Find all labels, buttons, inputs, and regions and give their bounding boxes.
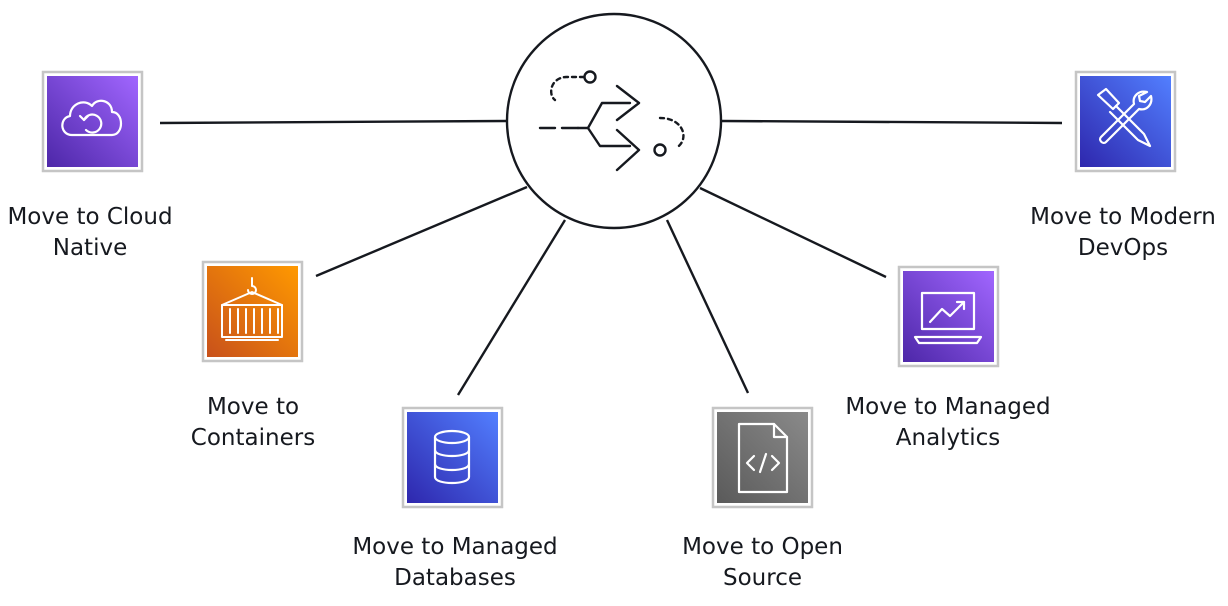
label-modern-devops: Move to Modern DevOps [1018, 202, 1228, 264]
connector-open-source [665, 219, 750, 394]
label-line: Move to [206, 394, 300, 420]
connector-containers [315, 185, 528, 278]
node-open-source [711, 406, 814, 509]
label-managed-databases: Move to Managed Databases [335, 532, 575, 594]
connector-managed-analytics [699, 186, 887, 279]
migration-arrows-icon [538, 70, 685, 172]
container-icon [221, 277, 283, 341]
node-managed-databases [401, 406, 504, 509]
node-managed-analytics [897, 265, 1000, 368]
analytics-laptop-icon [913, 291, 983, 345]
label-line: Source [723, 565, 802, 591]
tools-icon [1096, 87, 1153, 148]
connector-lines [159, 119, 1063, 396]
label-line: Analytics [895, 425, 1001, 451]
label-line: Containers [190, 425, 316, 451]
connector-modern-devops [721, 119, 1063, 125]
label-line: Native [52, 235, 128, 261]
hub [505, 12, 723, 230]
hub-circle [505, 12, 723, 230]
connector-managed-databases [456, 219, 567, 396]
node-modern-devops [1074, 70, 1177, 173]
label-managed-analytics: Move to Managed Analytics [828, 392, 1068, 454]
label-containers: Move to Containers [163, 392, 343, 454]
label-line: Databases [394, 565, 516, 591]
cloud-refresh-icon [61, 99, 123, 137]
label-open-source: Move to Open Source [660, 532, 865, 594]
label-cloud-native: Move to Cloud Native [0, 202, 180, 264]
label-line: Move to Managed [845, 394, 1051, 420]
label-line: Move to Managed [352, 534, 558, 560]
code-file-icon [737, 422, 789, 494]
label-line: DevOps [1077, 235, 1169, 261]
connector-cloud-native [159, 119, 507, 125]
label-line: Move to Open [682, 534, 843, 560]
node-containers [201, 260, 304, 363]
label-line: Move to Cloud [7, 204, 173, 230]
node-cloud-native [41, 70, 144, 173]
label-line: Move to Modern [1030, 204, 1216, 230]
database-icon [433, 429, 471, 485]
